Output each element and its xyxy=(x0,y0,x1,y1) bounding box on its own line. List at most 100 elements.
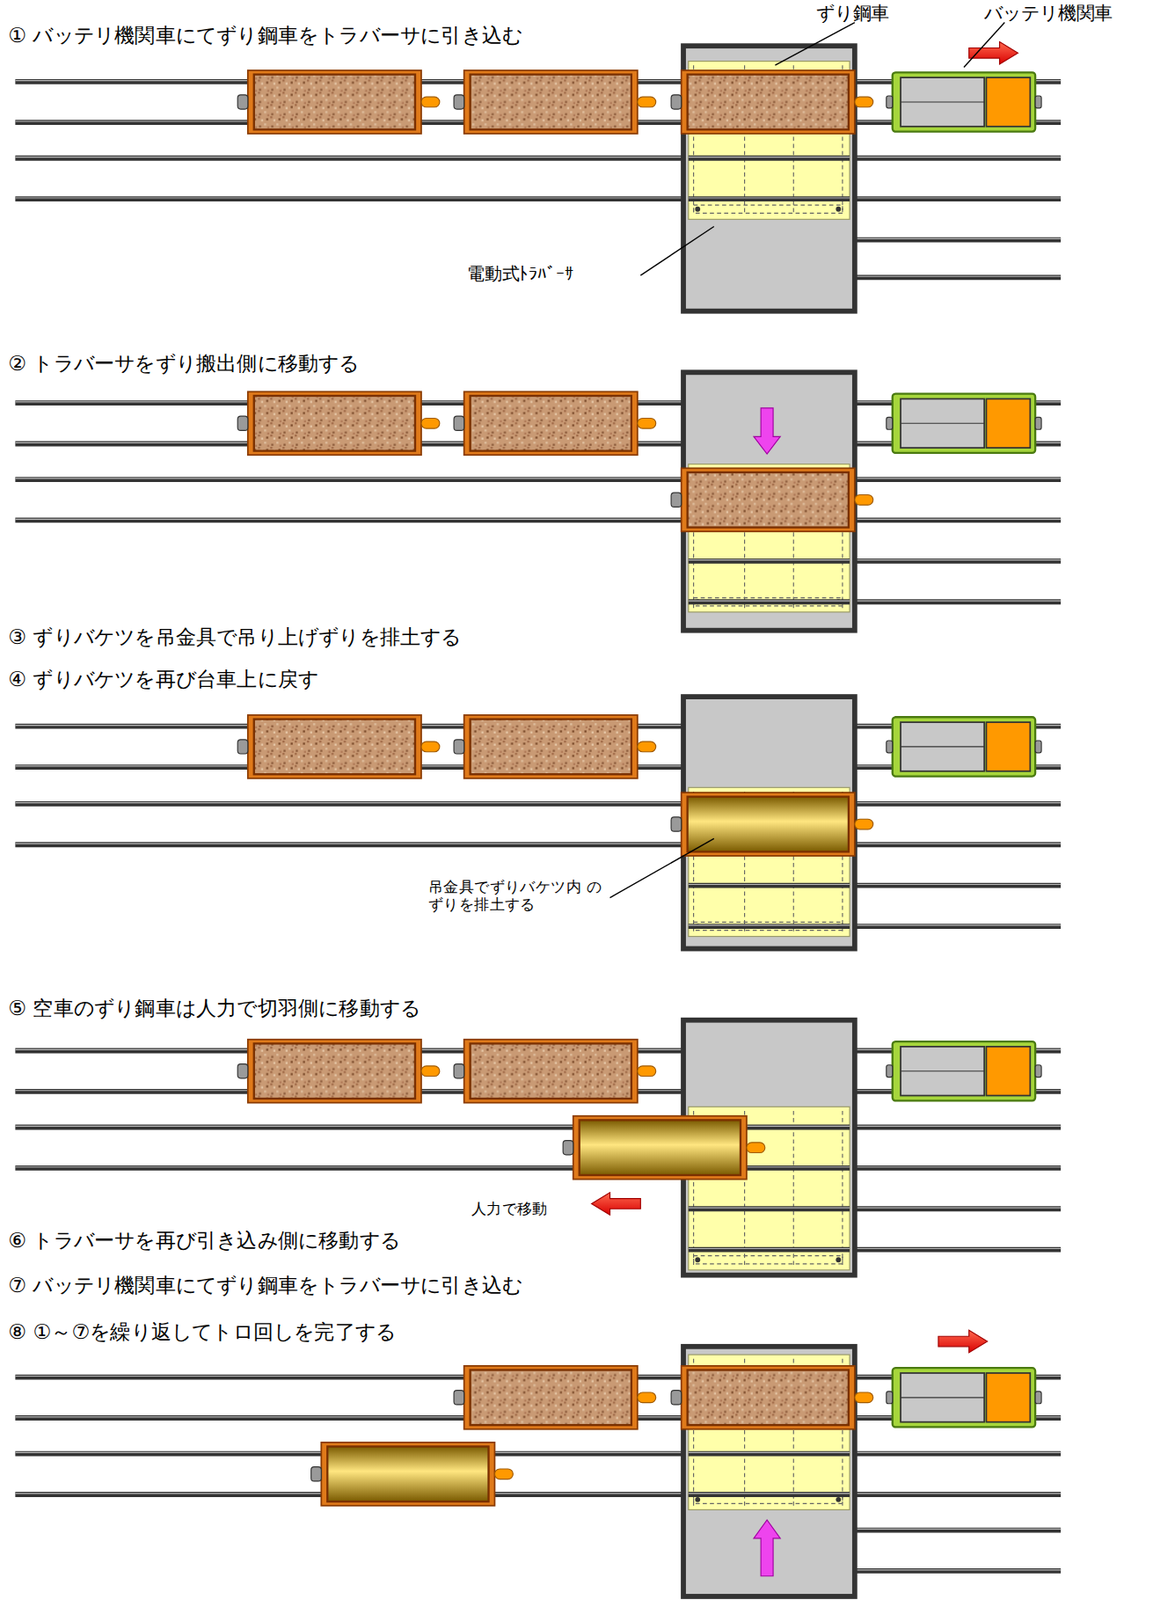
muck-car xyxy=(453,715,657,779)
direction-arrow xyxy=(938,1329,988,1353)
rail xyxy=(854,1124,1061,1131)
rail xyxy=(854,1527,1061,1533)
rail-shine xyxy=(854,1125,1061,1127)
direction-arrow xyxy=(753,408,781,454)
rail xyxy=(854,801,1061,807)
muck-car xyxy=(562,1116,766,1180)
leader-line xyxy=(774,22,854,66)
battery-locomotive xyxy=(886,716,1042,776)
rail-shine xyxy=(14,518,684,520)
rail xyxy=(688,558,850,564)
traverser-pit xyxy=(683,372,855,630)
rail xyxy=(854,1165,1061,1171)
step-caption: ② トラバーサをずり搬出側に移動する xyxy=(7,350,359,376)
rail xyxy=(854,1205,1061,1212)
rail-shine xyxy=(854,156,1061,158)
rail-shine xyxy=(854,1492,1061,1494)
leader-line xyxy=(640,226,714,276)
step-panel xyxy=(14,696,1061,949)
muck-car xyxy=(237,1039,440,1103)
step-panel xyxy=(14,372,1061,630)
rail xyxy=(688,1205,850,1212)
rail xyxy=(854,841,1061,847)
step-caption: ④ ずりバケツを再び台車上に戻す xyxy=(7,666,319,692)
rail xyxy=(854,1568,1061,1574)
rail xyxy=(14,841,684,847)
rail xyxy=(854,275,1061,281)
rail-shine xyxy=(854,197,1061,198)
rail xyxy=(854,1491,1061,1497)
battery-locomotive xyxy=(886,72,1042,132)
muck-car xyxy=(671,792,874,856)
battery-locomotive xyxy=(886,1041,1042,1101)
muck-car xyxy=(671,70,874,134)
muck-car xyxy=(671,467,874,532)
rail-shine xyxy=(854,1207,1061,1209)
step-caption: ① バッテリ機関車にてずり鋼車をトラバーサに引き込む xyxy=(7,22,523,48)
rail-shine xyxy=(854,238,1061,240)
step-caption: ③ ずりバケツを吊金具で吊り上げずりを排土する xyxy=(7,624,461,650)
step-caption: ⑦ バッテリ機関車にてずり鋼車をトラバーサに引き込む xyxy=(7,1272,523,1298)
muck-car xyxy=(237,715,440,779)
rail-shine xyxy=(14,477,684,479)
battery-locomotive xyxy=(886,394,1042,453)
muck-car xyxy=(453,391,657,455)
rail xyxy=(854,155,1061,161)
battery-locomotive xyxy=(886,1367,1042,1427)
muck-car xyxy=(453,70,657,134)
rail xyxy=(688,598,850,605)
rail-shine xyxy=(854,1528,1061,1530)
muck-car xyxy=(453,1365,657,1430)
rail xyxy=(14,196,684,202)
rail xyxy=(688,1451,850,1457)
step-caption: ⑥ トラバーサを再び引き込み側に移動する xyxy=(7,1227,401,1253)
rail xyxy=(854,883,1061,889)
muck-car xyxy=(311,1442,514,1506)
rail xyxy=(14,801,684,807)
rail-shine xyxy=(14,802,684,803)
part-label: ずり鋼車 xyxy=(816,1,890,24)
rail-shine xyxy=(854,883,1061,885)
rail xyxy=(688,883,850,889)
rail xyxy=(14,476,684,482)
rail-shine xyxy=(688,1452,850,1453)
rail xyxy=(14,518,684,524)
rail-shine xyxy=(854,477,1061,479)
traverser-pit xyxy=(683,45,855,312)
rail-shine xyxy=(14,843,684,845)
rail xyxy=(854,558,1061,564)
rail xyxy=(854,1247,1061,1253)
rail-shine xyxy=(688,559,850,561)
rail xyxy=(688,1491,850,1497)
rail-shine xyxy=(688,1492,850,1494)
rail-shine xyxy=(854,276,1061,278)
rail-shine xyxy=(854,1569,1061,1570)
rail xyxy=(14,155,684,161)
rail-shine xyxy=(854,802,1061,803)
traverser-pit xyxy=(683,696,855,949)
part-label: 電動式ﾄﾗﾊﾞｰｻ xyxy=(467,262,575,285)
rail xyxy=(688,923,850,929)
muck-car xyxy=(237,70,440,134)
rail xyxy=(854,598,1061,605)
traverser-pit xyxy=(683,1346,855,1597)
rail-shine xyxy=(688,924,850,926)
rail xyxy=(688,196,850,202)
rail-shine xyxy=(688,197,850,198)
leader-line xyxy=(610,838,715,898)
rail xyxy=(854,237,1061,243)
rail xyxy=(854,196,1061,202)
rail-shine xyxy=(688,156,850,158)
rail-shine xyxy=(854,559,1061,561)
rail xyxy=(688,1247,850,1253)
rail xyxy=(854,476,1061,482)
step-panel xyxy=(14,42,1061,312)
rail-shine xyxy=(854,1166,1061,1168)
muck-car xyxy=(237,391,440,455)
rail-shine xyxy=(854,843,1061,845)
part-label: バッテリ機関車 xyxy=(984,1,1113,24)
rail xyxy=(688,155,850,161)
leader-line xyxy=(963,22,1005,68)
rail-shine xyxy=(688,599,850,601)
